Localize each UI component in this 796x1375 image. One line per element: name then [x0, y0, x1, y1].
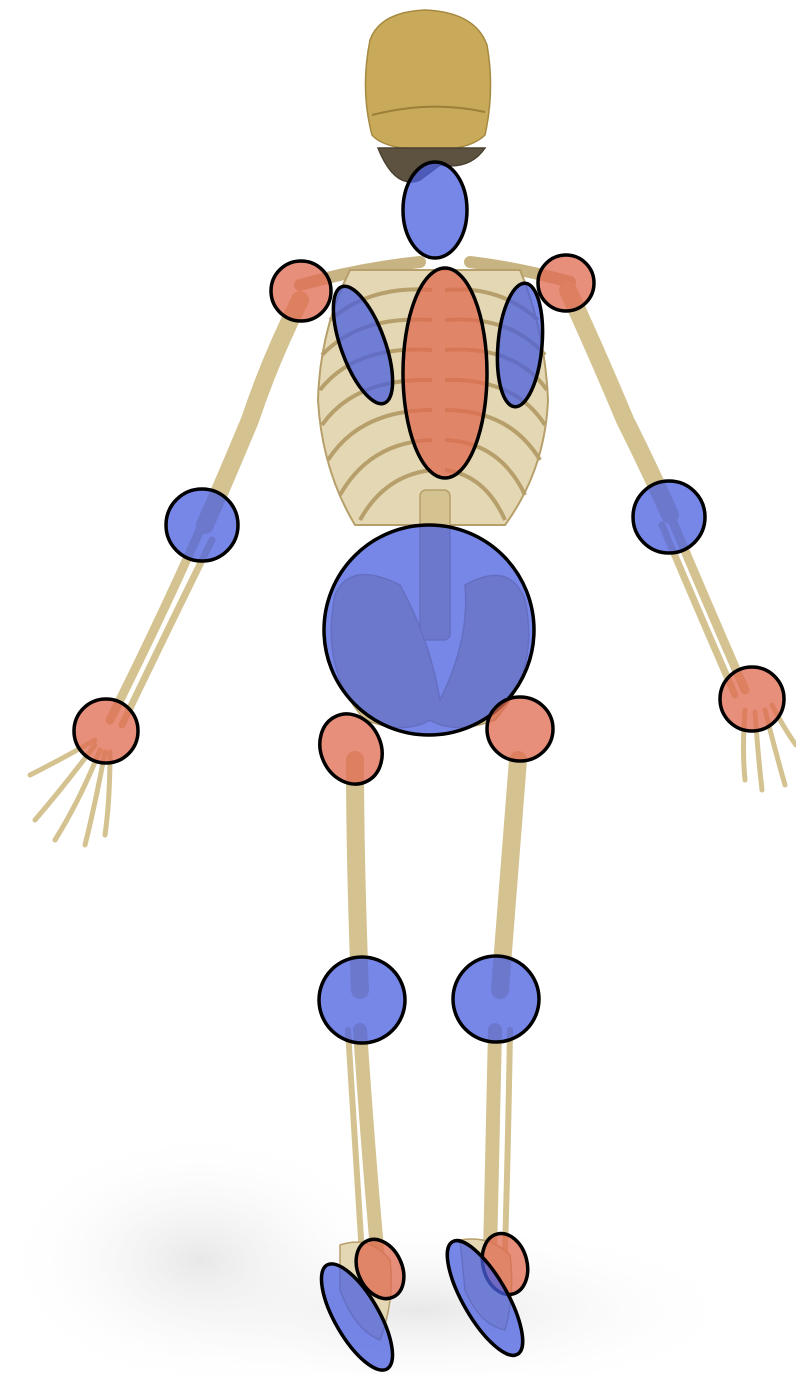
left-shoulder-marker	[271, 261, 331, 321]
right-shoulder-marker	[538, 255, 594, 311]
right-tibia	[490, 1030, 495, 1255]
right-hip-marker	[487, 697, 553, 761]
right-knee-marker	[453, 956, 539, 1042]
left-elbow-marker	[166, 489, 238, 561]
right-elbow-marker	[633, 481, 705, 553]
left-upper-arm	[205, 300, 300, 525]
thoracic-spine-marker	[403, 268, 487, 478]
right-wrist-marker	[720, 667, 784, 731]
left-wrist-marker	[74, 699, 138, 763]
left-forearm-2	[122, 540, 212, 725]
right-fibula	[505, 1030, 510, 1250]
left-knee-marker	[319, 957, 405, 1043]
cervical-spine-marker	[403, 162, 467, 258]
right-upper-arm	[568, 290, 670, 515]
skull	[365, 10, 490, 150]
